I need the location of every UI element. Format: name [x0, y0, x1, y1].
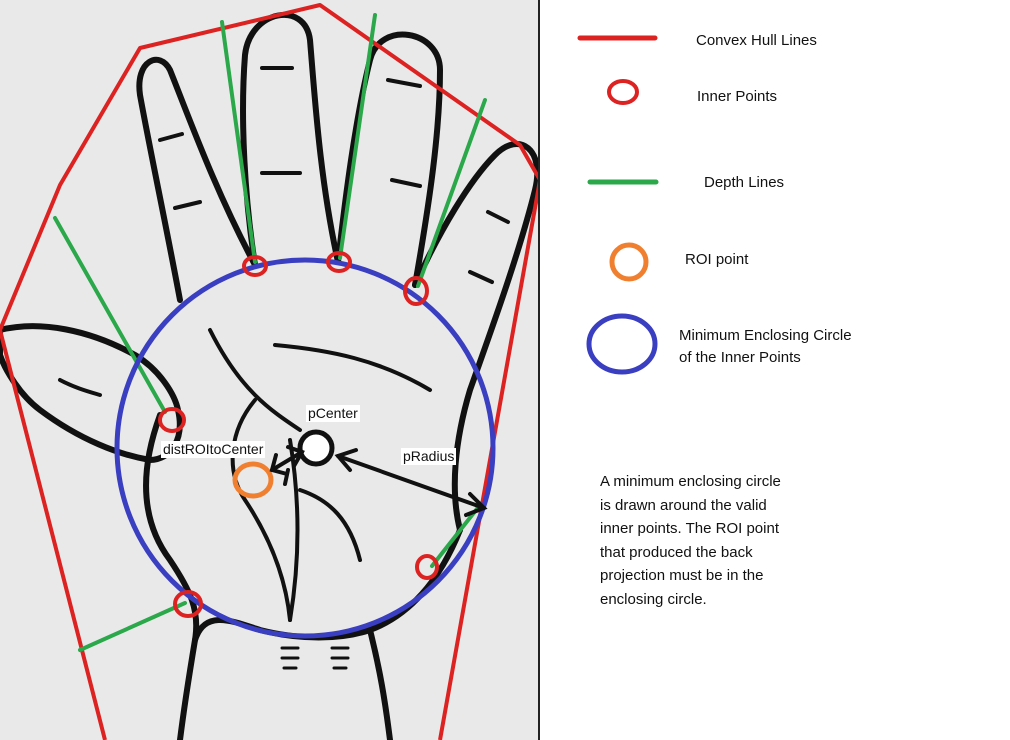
inner-point — [403, 276, 429, 306]
inner-point — [326, 251, 352, 273]
depth-line-index — [220, 20, 257, 264]
center-point — [297, 429, 335, 467]
distance-arrow — [269, 445, 305, 486]
crease — [173, 200, 202, 210]
hand-diagram-svg — [0, 3, 538, 740]
palm-line-life — [230, 398, 292, 622]
finger-creases — [58, 66, 510, 397]
crease — [386, 78, 422, 88]
inner-points — [158, 251, 439, 618]
wrist-marks — [280, 646, 350, 670]
middle-finger-outline — [240, 11, 341, 268]
inner-point — [242, 255, 268, 277]
depth-line-middle — [338, 13, 377, 260]
index-finger-outline — [136, 56, 258, 303]
legend-symbols — [577, 35, 659, 375]
ring-finger-outline — [335, 31, 443, 288]
radius-arrow-shaft — [336, 454, 486, 510]
radius-arrow-head-end — [464, 492, 488, 517]
legend-symbol-enclosing-circle — [586, 313, 658, 375]
inner-point — [158, 407, 186, 433]
palm-line-head — [208, 328, 302, 432]
inner-point — [173, 590, 203, 618]
convex-hull-lines — [0, 3, 538, 740]
label-pcenter: pCenter — [306, 405, 360, 422]
label-pradius: pRadius — [401, 448, 457, 465]
legend-label-convex-hull-lines: Convex Hull Lines — [696, 32, 817, 49]
pinky-finger-outline — [412, 141, 538, 533]
hand-illustration-panel: pCenter pRadius distROItoCenter — [0, 0, 540, 740]
distance-arrow-head-end — [269, 453, 289, 476]
depth-line-wrist — [78, 601, 187, 652]
palm-line-minor — [298, 488, 362, 562]
crease — [58, 378, 102, 397]
legend-label-inner-points: Inner Points — [697, 88, 778, 105]
legend-symbol-inner-point — [607, 79, 639, 105]
distance-arrow-tick — [283, 468, 290, 486]
legend-label-enclosing-circle: Minimum Enclosing Circle of the Inner Po… — [679, 327, 852, 366]
legend-symbol-roi-point — [609, 242, 649, 282]
crease — [158, 132, 184, 142]
wrist-right-edge — [367, 627, 393, 740]
label-dist-roi-to-center: distROItoCenter — [161, 441, 266, 458]
distance-arrow-shaft — [270, 450, 304, 472]
palm-lines — [208, 328, 432, 622]
minimum-enclosing-circle — [114, 257, 496, 639]
crease — [390, 178, 422, 188]
palm-line-fate — [288, 438, 300, 622]
radius-arrow-head-start — [334, 448, 358, 472]
depth-lines — [53, 13, 487, 652]
depth-line-pinky — [430, 503, 482, 568]
inner-point — [415, 554, 439, 580]
legend-label-depth-lines: Depth Lines — [704, 174, 785, 191]
roi-point — [232, 461, 274, 499]
legend-panel: Convex Hull Lines Inner Points Depth Lin… — [540, 0, 1010, 740]
radius-arrow — [334, 448, 488, 517]
explanation-caption: A minimum enclosing circle is drawn arou… — [600, 473, 781, 608]
crease — [468, 270, 494, 284]
depth-line-thumb — [53, 216, 167, 414]
crease — [486, 210, 510, 224]
legend-label-roi-point: ROI point — [685, 251, 749, 268]
distance-arrow-head-start — [286, 445, 305, 468]
depth-line-ring — [416, 98, 487, 288]
palm-line-heart — [273, 343, 432, 392]
